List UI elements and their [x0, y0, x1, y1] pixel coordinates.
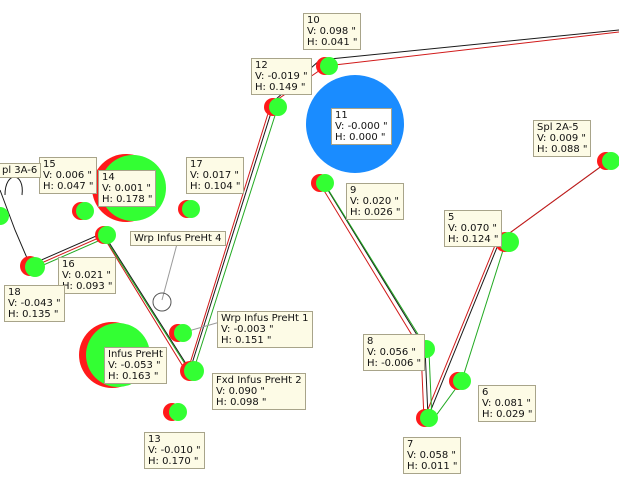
label-h: H: -0.006 "	[367, 358, 422, 369]
label-id: 12	[255, 60, 268, 71]
label-id: 17	[190, 159, 203, 170]
label-node-10[interactable]: 10 V: 0.098 " H: 0.041 "	[303, 13, 362, 50]
label-id: 9	[350, 185, 357, 196]
node-wrp4-outline[interactable]	[152, 292, 172, 312]
label-fxd-infus-preht-2[interactable]: Fxd Infus PreHt 2 V: 0.090 " H: 0.098 "	[212, 373, 306, 410]
node-13-green[interactable]	[169, 403, 187, 421]
wire-black	[0, 29, 619, 372]
label-node-5[interactable]: 5 V: 0.070 " H: 0.124 "	[444, 210, 503, 247]
wire-loop	[4, 176, 23, 196]
label-node-14[interactable]: 14 V: 0.001 " H: 0.178 "	[98, 170, 157, 207]
node-10-green[interactable]	[320, 57, 338, 75]
label-node-17[interactable]: 17 V: 0.017 " H: 0.104 "	[186, 157, 245, 194]
label-h: H: 0.163 "	[108, 371, 159, 382]
node-5-green[interactable]	[499, 232, 519, 252]
label-id: 18	[8, 287, 21, 298]
label-h: H: 0.026 "	[350, 207, 401, 218]
label-id: 8	[367, 336, 374, 347]
label-h: H: 0.041 "	[307, 37, 358, 48]
label-h: H: 0.124 "	[448, 234, 499, 245]
node-18-green[interactable]	[25, 257, 45, 277]
label-node-8[interactable]: 8 V: 0.056 " H: -0.006 "	[363, 334, 426, 371]
label-v: V: 0.006 "	[43, 170, 92, 181]
label-h: H: 0.149 "	[255, 82, 306, 93]
label-node-18[interactable]: 18 V: -0.043 " H: 0.135 "	[4, 285, 65, 322]
label-v: V: 0.021 "	[62, 270, 111, 281]
label-node-11[interactable]: 11 V: -0.000 " H: 0.000 "	[331, 108, 392, 145]
node-6-green[interactable]	[453, 372, 471, 390]
label-v: V: 0.070 "	[448, 223, 497, 234]
label-spl-2a-5[interactable]: Spl 2A-5 V: 0.009 " H: 0.088 "	[533, 120, 592, 157]
label-id: Wrp Infus PreHt 4	[134, 233, 222, 244]
label-node-7[interactable]: 7 V: 0.058 " H: 0.011 "	[403, 437, 462, 474]
label-h: H: 0.178 "	[102, 194, 153, 205]
label-h: H: 0.104 "	[190, 181, 241, 192]
label-spl-3a-6[interactable]: pl 3A-6	[0, 163, 42, 178]
node-15-green[interactable]	[76, 202, 94, 220]
label-id: Infus PreHt	[108, 349, 163, 360]
label-node-16[interactable]: 16 V: 0.021 " H: 0.093 "	[58, 257, 117, 294]
label-id: Spl 2A-5	[537, 122, 579, 133]
wire-green	[31, 102, 280, 377]
label-id: 10	[307, 15, 320, 26]
node-spl2a5-green[interactable]	[602, 152, 619, 170]
label-v: V: -0.010 "	[148, 445, 201, 456]
label-node-13[interactable]: 13 V: -0.010 " H: 0.170 "	[144, 432, 205, 469]
label-h: H: 0.093 "	[62, 281, 113, 292]
label-h: H: 0.029 "	[482, 409, 533, 420]
label-id: 13	[148, 434, 161, 445]
label-h: H: 0.011 "	[407, 461, 458, 472]
label-infus-preht[interactable]: Infus PreHt V: -0.053 " H: 0.163 "	[104, 347, 167, 384]
label-v: V: 0.058 "	[407, 450, 456, 461]
label-id: 16	[62, 259, 75, 270]
label-id: Wrp Infus PreHt 1	[221, 313, 309, 324]
label-h: H: 0.151 "	[221, 335, 272, 346]
node-12-green[interactable]	[269, 98, 287, 116]
label-v: V: 0.090 "	[216, 386, 265, 397]
label-v: V: 0.020 "	[350, 196, 399, 207]
label-id: pl 3A-6	[2, 165, 38, 176]
wire-red	[29, 31, 619, 375]
label-id: 7	[407, 439, 414, 450]
label-v: V: -0.043 "	[8, 298, 61, 309]
label-v: V: -0.053 "	[108, 360, 161, 371]
label-h: H: 0.135 "	[8, 309, 59, 320]
label-v: V: 0.098 "	[307, 26, 356, 37]
label-v: V: 0.081 "	[482, 398, 531, 409]
label-v: V: 0.056 "	[367, 347, 416, 358]
node-9-green[interactable]	[316, 174, 334, 192]
node-left-partial-green[interactable]	[0, 207, 9, 225]
label-node-9[interactable]: 9 V: 0.020 " H: 0.026 "	[346, 183, 405, 220]
label-id: 6	[482, 387, 489, 398]
label-v: V: 0.001 "	[102, 183, 151, 194]
label-h: H: 0.000 "	[335, 132, 386, 143]
label-id: 14	[102, 172, 115, 183]
label-h: H: 0.098 "	[216, 397, 267, 408]
label-v: V: 0.017 "	[190, 170, 239, 181]
label-node-6[interactable]: 6 V: 0.081 " H: 0.029 "	[478, 385, 537, 422]
label-v: V: -0.000 "	[335, 121, 388, 132]
label-v: V: -0.003 "	[221, 324, 274, 335]
label-wrp-infus-preht-1[interactable]: Wrp Infus PreHt 1 V: -0.003 " H: 0.151 "	[217, 311, 313, 348]
label-h: H: 0.088 "	[537, 144, 588, 155]
node-17-green[interactable]	[182, 200, 200, 218]
node-7-green[interactable]	[420, 409, 438, 427]
label-node-15[interactable]: 15 V: 0.006 " H: 0.047 "	[39, 157, 98, 194]
node-fxd2-green[interactable]	[184, 361, 204, 381]
label-h: H: 0.170 "	[148, 456, 199, 467]
label-id: Fxd Infus PreHt 2	[216, 375, 302, 386]
label-h: H: 0.047 "	[43, 181, 94, 192]
node-16-green[interactable]	[98, 226, 116, 244]
label-v: V: 0.009 "	[537, 133, 586, 144]
label-id: 5	[448, 212, 455, 223]
label-id: 15	[43, 159, 56, 170]
label-node-12[interactable]: 12 V: -0.019 " H: 0.149 "	[251, 58, 312, 95]
leader-wrp4	[161, 243, 178, 301]
label-wrp-infus-preht-4[interactable]: Wrp Infus PreHt 4	[130, 231, 226, 246]
node-wrp1-green[interactable]	[174, 324, 192, 342]
label-id: 11	[335, 110, 348, 121]
nodes	[0, 57, 619, 427]
label-v: V: -0.019 "	[255, 71, 308, 82]
